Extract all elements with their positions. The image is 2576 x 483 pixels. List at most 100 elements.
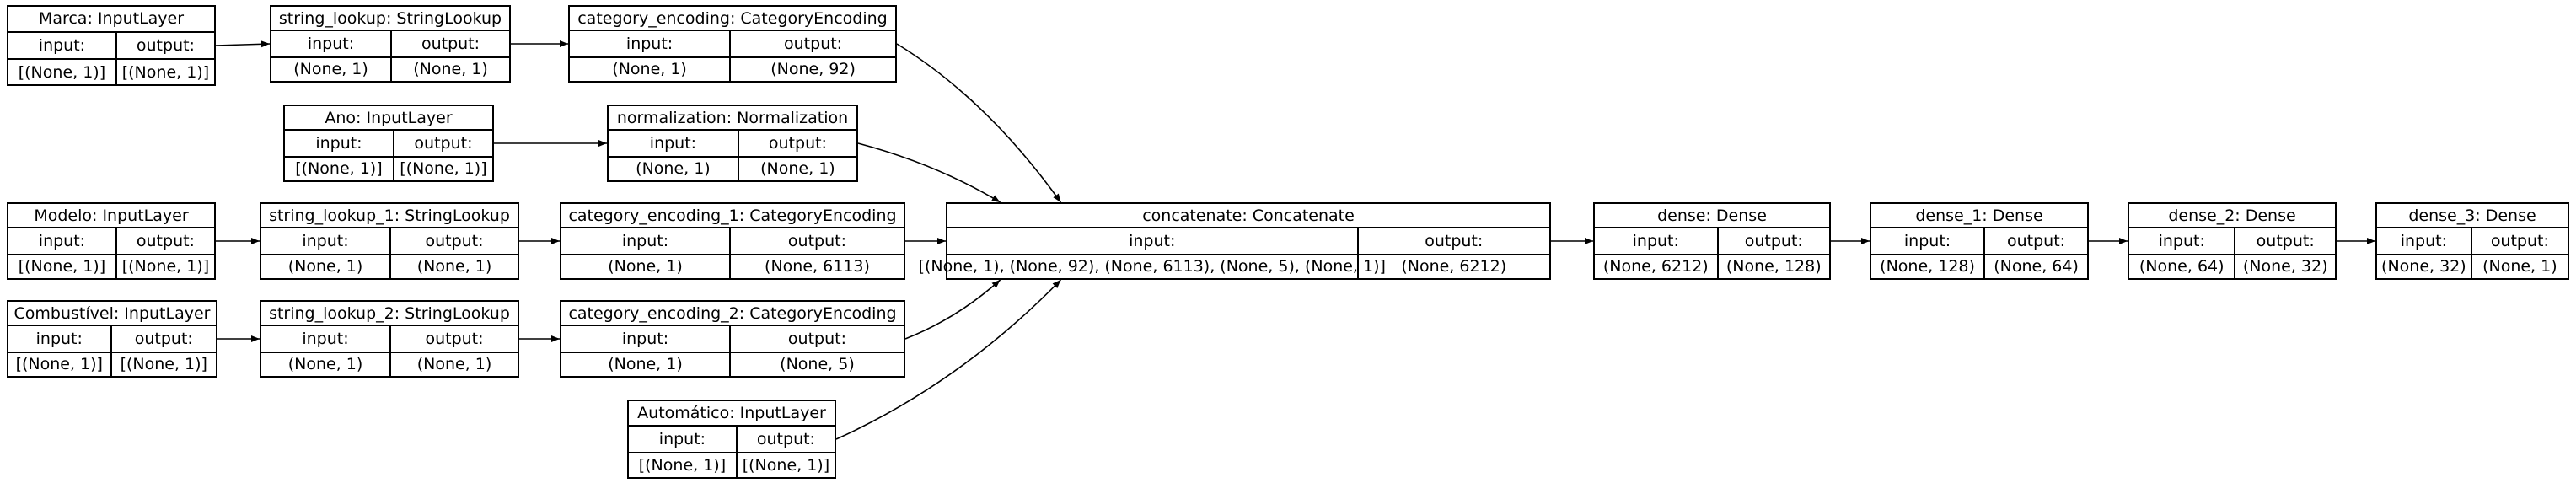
output-label: output: — [390, 31, 509, 56]
layer-node-string-lookup: string_lookup: StringLookup input: output:… — [270, 5, 511, 83]
output-label: output: — [728, 326, 904, 352]
output-shape: [(None, 1)] — [735, 453, 835, 477]
output-label: output: — [2234, 228, 2335, 254]
input-shape: (None, 32) — [2381, 257, 2466, 276]
edge-category-encoding-to-concatenate — [896, 43, 1062, 203]
layer-title: string_lookup: StringLookup — [271, 7, 509, 32]
output-shape: (None, 6113) — [728, 255, 904, 278]
layer-title: Ano: InputLayer — [285, 106, 492, 131]
layer-title: Modelo: InputLayer — [8, 204, 214, 229]
input-label: input: — [307, 34, 355, 53]
input-shape: (None, 1) — [287, 257, 363, 276]
input-label: input: — [38, 35, 86, 55]
input-shape: [(None, 1)] — [18, 257, 106, 276]
input-shape: (None, 6212) — [1602, 257, 1709, 276]
output-label: output: — [389, 228, 518, 254]
layer-node-string-lookup-2: string_lookup_2: StringLookup input: outpu… — [260, 300, 519, 378]
input-label: input: — [302, 329, 349, 348]
input-shape: [(None, 1)] — [18, 62, 106, 82]
input-shape: [(None, 1)] — [15, 355, 103, 374]
input-label: input: — [1903, 231, 1951, 250]
input-label: input: — [621, 231, 669, 250]
edge-category-encoding-2-to-concatenate — [904, 279, 1001, 340]
layer-title: dense_1: Dense — [1871, 204, 2087, 229]
output-label: output: — [115, 228, 214, 254]
layer-title: concatenate: Concatenate — [947, 204, 1549, 229]
input-label: input: — [1632, 231, 1679, 250]
input-label: input: — [302, 231, 349, 250]
layer-title: Combustível: InputLayer — [8, 302, 216, 327]
output-shape: (None, 6212) — [1356, 255, 1549, 278]
output-shape: (None, 5) — [728, 352, 904, 376]
layer-node-concatenate: concatenate: Concatenate input: output: [(N… — [918, 202, 1551, 280]
layer-node-dense: dense: Dense input: output: (None, 6212) (No… — [1593, 202, 1831, 280]
output-label: output: — [737, 131, 856, 156]
input-shape: (None, 1) — [636, 159, 711, 179]
output-shape: [(None, 1)] — [115, 255, 214, 278]
output-shape: [(None, 1)] — [115, 60, 214, 84]
input-shape: (None, 128) — [1880, 257, 1975, 276]
edge-normalization-to-concatenate — [857, 142, 1001, 203]
output-label: output: — [729, 31, 895, 56]
input-label: input: — [625, 34, 674, 53]
output-label: output: — [110, 326, 216, 352]
edge-marca-to-string-lookup — [215, 40, 271, 48]
input-label: input: — [35, 329, 83, 348]
layer-title: Automático: InputLayer — [629, 401, 835, 427]
layer-node-category-encoding-2: category_encoding_2: CategoryEncoding inp… — [560, 300, 905, 378]
input-shape: [(None, 1)] — [638, 456, 727, 475]
output-shape: (None, 92) — [729, 57, 895, 81]
layer-title: dense: Dense — [1595, 204, 1829, 229]
output-shape: (None, 64) — [1983, 255, 2087, 278]
input-label: input: — [2158, 231, 2205, 250]
input-shape: (None, 1) — [608, 257, 683, 276]
output-label: output: — [735, 427, 835, 452]
input-shape: (None, 1) — [612, 60, 687, 79]
layer-title: string_lookup_2: StringLookup — [261, 302, 518, 327]
layer-title: dense_3: Dense — [2377, 204, 2568, 229]
edge-automatico-to-concatenate — [835, 279, 1061, 440]
output-shape: (None, 32) — [2234, 255, 2335, 278]
output-shape: (None, 1) — [390, 57, 509, 81]
input-shape: (None, 1) — [287, 355, 363, 374]
input-label: input: — [315, 133, 362, 153]
input-label: input: — [2400, 231, 2447, 250]
output-label: output: — [1716, 228, 1829, 254]
output-label: output: — [2470, 228, 2568, 254]
output-label: output: — [1983, 228, 2087, 254]
layer-title: category_encoding_2: CategoryEncoding — [561, 302, 904, 327]
output-shape: (None, 1) — [389, 255, 518, 278]
input-shape: (None, 1) — [608, 355, 683, 374]
output-shape: (None, 1) — [2470, 255, 2568, 278]
input-label: input: — [1129, 231, 1176, 250]
input-shape: [(None, 1)] — [295, 159, 383, 179]
output-label: output: — [1356, 228, 1549, 254]
output-label: output: — [389, 326, 518, 352]
layer-node-string-lookup-1: string_lookup_1: StringLookup input: outpu… — [260, 202, 519, 280]
layer-title: dense_2: Dense — [2129, 204, 2335, 229]
layer-node-dense-2: dense_2: Dense input: output: (None, 64) (No… — [2128, 202, 2337, 280]
output-shape: (None, 128) — [1716, 255, 1829, 278]
layer-title: normalization: Normalization — [609, 106, 856, 131]
input-label: input: — [649, 133, 697, 153]
input-label: input: — [38, 231, 86, 250]
input-shape: (None, 64) — [2139, 257, 2224, 276]
input-label: input: — [658, 430, 706, 448]
layer-node-dense-1: dense_1: Dense input: output: (None, 128) (N… — [1870, 202, 2089, 280]
input-shape: [(None, 1), (None, 92), (None, 6113), (N… — [918, 257, 1386, 276]
layer-title: string_lookup_1: StringLookup — [261, 204, 518, 229]
output-shape: (None, 1) — [389, 352, 518, 376]
layer-node-dense-3: dense_3: Dense input: output:(None, 32)(No… — [2375, 202, 2569, 280]
output-shape: [(None, 1)] — [392, 157, 492, 180]
output-shape: [(None, 1)] — [110, 352, 216, 376]
input-label: input: — [621, 329, 669, 348]
input-shape: (None, 1) — [293, 60, 368, 79]
